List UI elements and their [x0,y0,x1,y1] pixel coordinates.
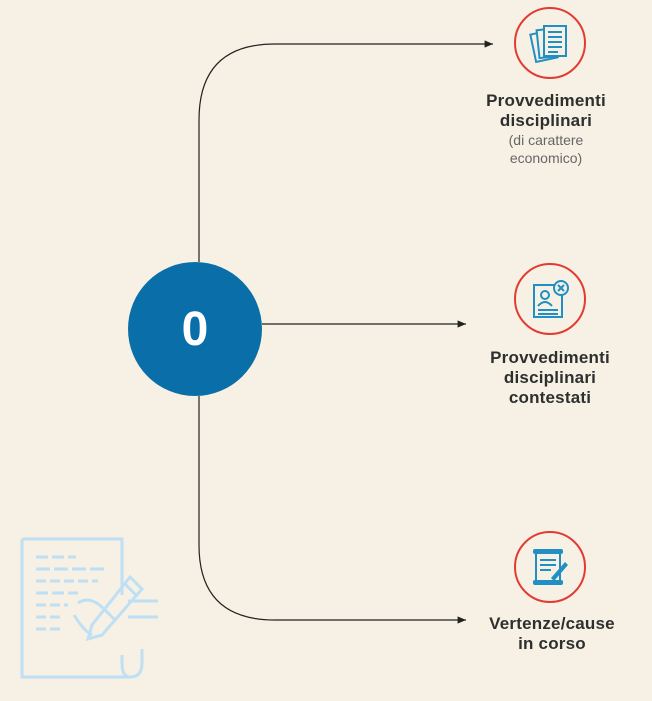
item-2-label: Provvedimenti disciplinari contestati [450,348,650,408]
item-3-title-line1: Vertenze/cause [489,614,615,633]
item-1-sub-line1: (di carattere [508,132,584,148]
document-pen-decoration-icon [20,537,158,679]
scroll-pen-icon-ring [514,531,586,603]
item-1-title-line1: Provvedimenti [486,91,606,110]
center-value: 0 [181,302,209,356]
connector-top [198,40,493,262]
item-1-title-line2: disciplinari [499,111,593,130]
item-2-title-line2: disciplinari [503,368,597,387]
item-2-title-line1: Provvedimenti [490,348,610,367]
item-2-title-line3: contestati [508,388,592,407]
documents-icon-ring [514,7,586,79]
item-3-title-line2: in corso [518,634,586,653]
connector-bottom [198,396,466,624]
item-1-label: Provvedimenti disciplinari (di carattere… [446,91,646,167]
center-value-circle: 0 [128,262,262,396]
scroll-pen-icon [533,549,568,585]
documents-icon [529,25,567,64]
profile-document-x-icon-ring [514,263,586,335]
item-3-label: Vertenze/cause in corso [452,614,652,654]
item-1-sub-line2: economico) [509,150,583,166]
profile-document-x-icon [533,280,569,318]
